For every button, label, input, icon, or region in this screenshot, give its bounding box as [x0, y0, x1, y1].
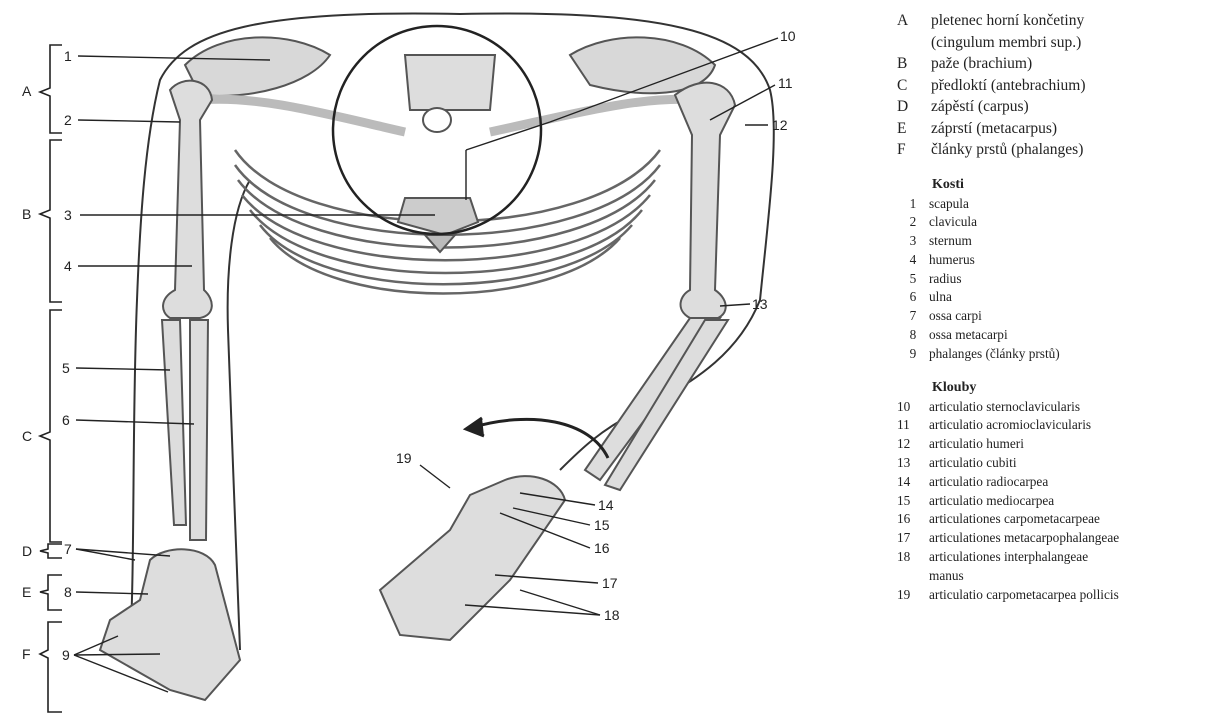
num-12: 12 — [772, 117, 788, 133]
num-13: 13 — [752, 296, 768, 312]
letter-a: A — [22, 83, 32, 99]
bones-heading: Kosti — [932, 177, 1209, 193]
num-9: 9 — [62, 647, 70, 663]
num-18: 18 — [604, 607, 620, 623]
num-10: 10 — [780, 28, 796, 44]
num-2: 2 — [64, 112, 72, 128]
left-arm-bones — [100, 81, 240, 700]
num-11: 11 — [778, 75, 793, 91]
num-15: 15 — [594, 517, 610, 533]
region-item: (cingulum membri sup.) — [897, 32, 1209, 54]
num-5: 5 — [62, 360, 70, 376]
num-8: 8 — [64, 584, 72, 600]
region-letters: A B C D E F — [22, 83, 32, 662]
num-4: 4 — [64, 258, 72, 274]
num-16: 16 — [594, 540, 610, 556]
letter-e: E — [22, 584, 31, 600]
num-1: 1 — [64, 48, 72, 64]
num-14: 14 — [598, 497, 614, 513]
rotation-arrow — [466, 418, 608, 458]
num-17: 17 — [602, 575, 618, 591]
letter-c: C — [22, 428, 32, 444]
joints-heading: Klouby — [932, 380, 1209, 396]
num-3: 3 — [64, 207, 72, 223]
spine-sternum — [398, 55, 495, 252]
num-7: 7 — [64, 541, 72, 557]
right-arm-bones — [380, 83, 735, 640]
letter-f: F — [22, 646, 31, 662]
letter-b: B — [22, 206, 31, 222]
region-brackets — [40, 45, 62, 712]
joint-item: manus — [897, 567, 1209, 586]
letter-d: D — [22, 543, 32, 559]
num-6: 6 — [62, 412, 70, 428]
num-19: 19 — [396, 450, 412, 466]
